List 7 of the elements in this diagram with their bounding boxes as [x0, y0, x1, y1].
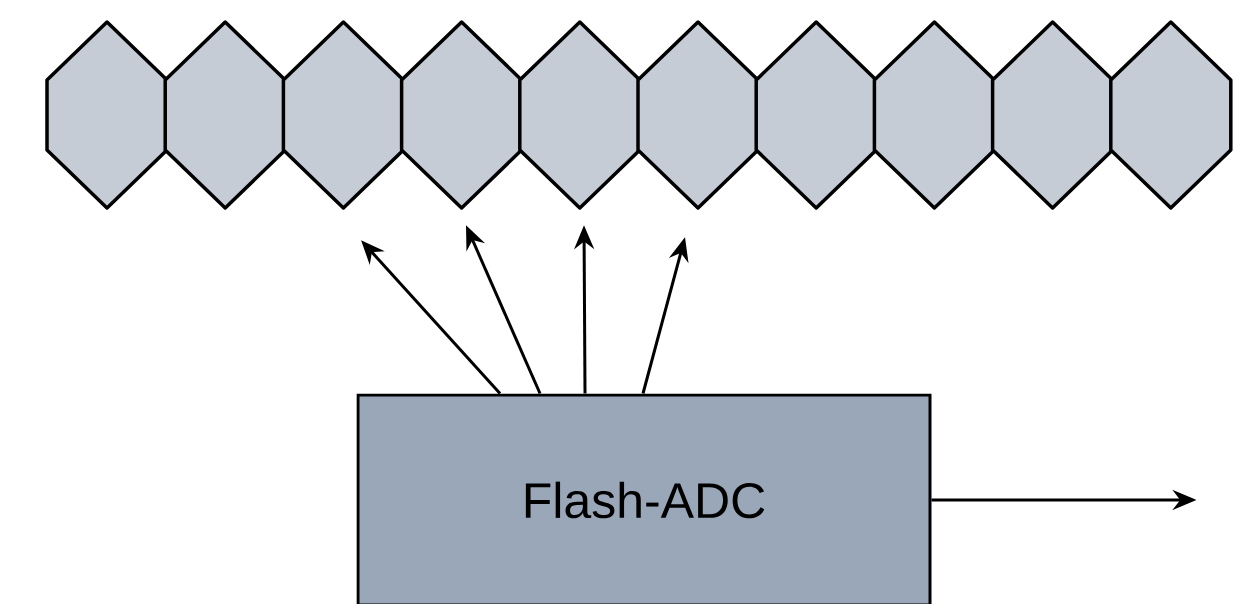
hexagon-cell [518, 20, 642, 210]
hexagon-cell [754, 20, 878, 210]
hexagon-cell [636, 20, 760, 210]
hexagon-cell [163, 20, 287, 210]
hexagon-cell [45, 20, 169, 210]
hexagon-cell [1109, 20, 1233, 210]
process-box: Flash-ADC [356, 393, 932, 604]
